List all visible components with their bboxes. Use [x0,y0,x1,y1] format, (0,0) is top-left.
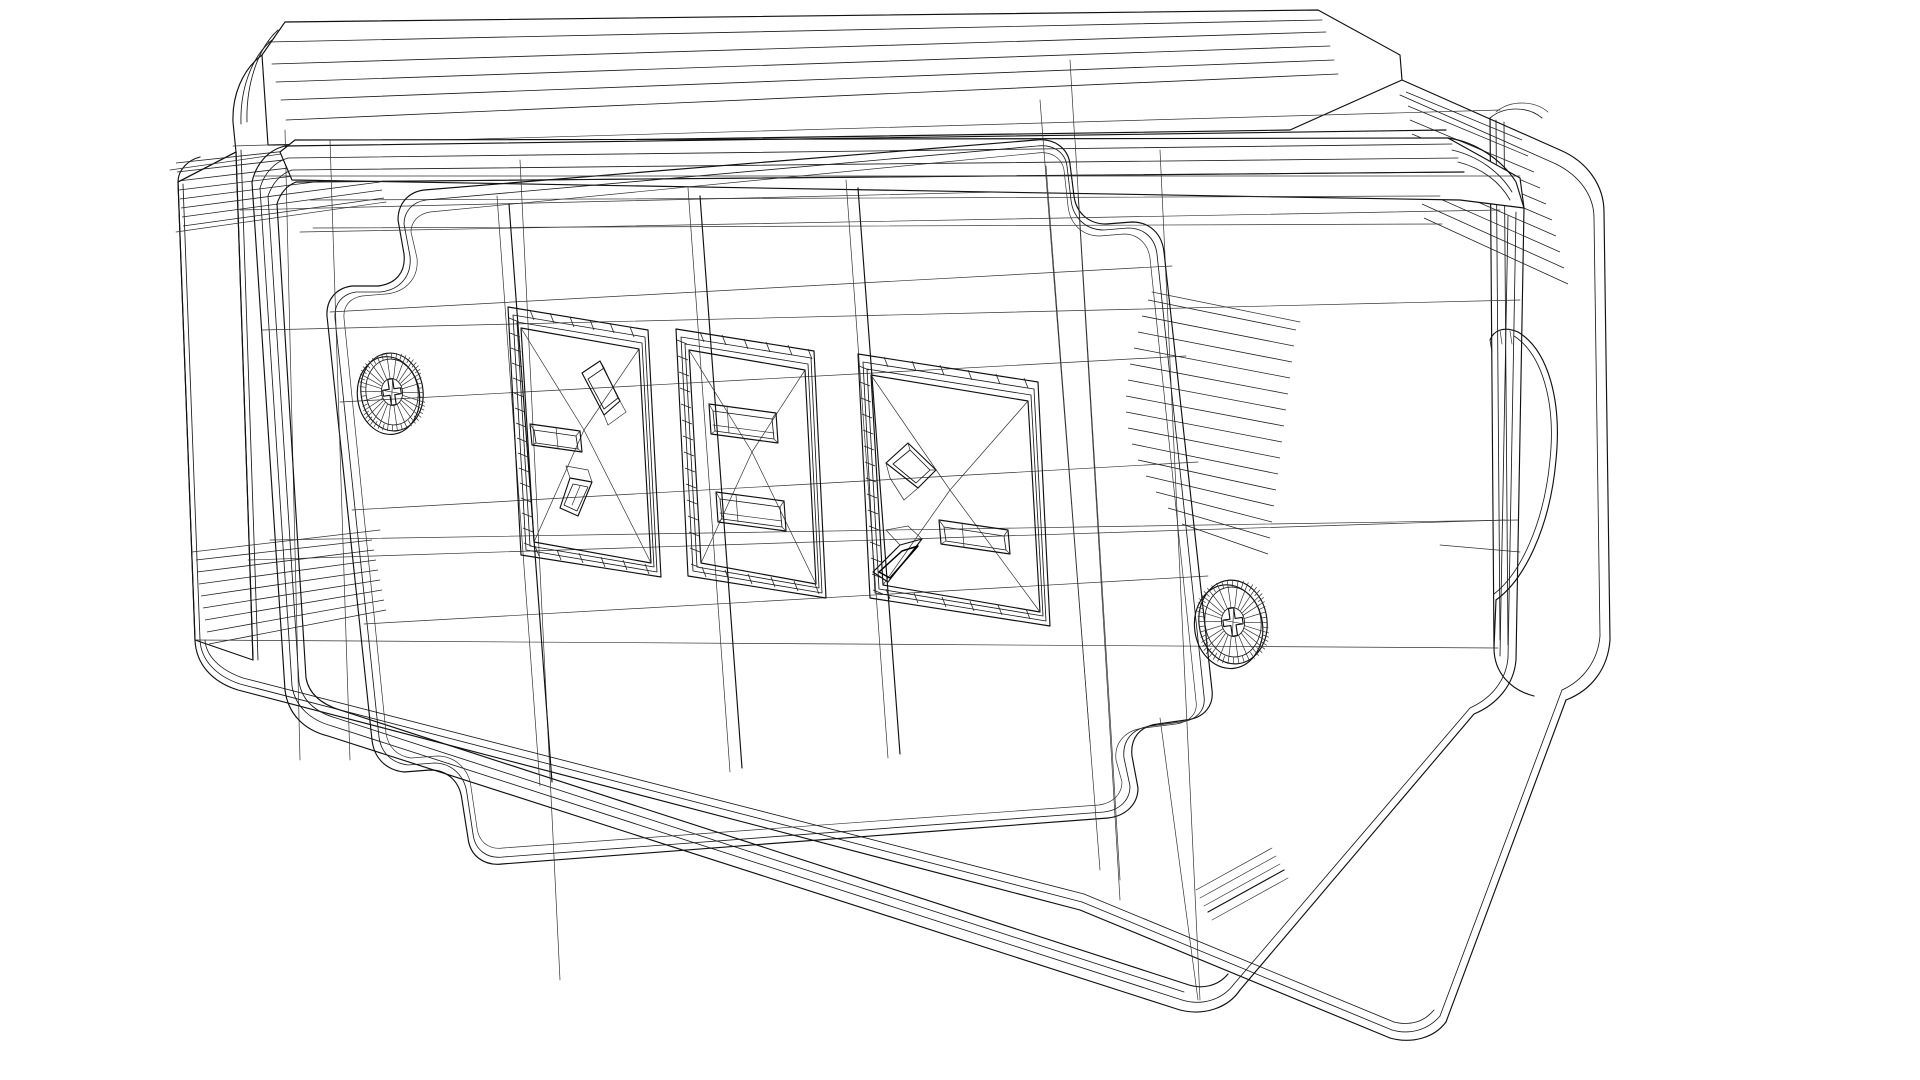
screw-knurl [359,352,425,432]
screw-knurl [1196,579,1270,665]
slot-ground-left [530,424,582,452]
screw-fan [1203,586,1263,658]
slot-rect-upper [709,404,778,443]
screw-fan [364,358,420,426]
slot-blade-upper [582,361,627,426]
wall-box-body [169,10,1610,1040]
phillips-cross-icon [381,378,403,406]
phillips-cross-icon [1221,607,1245,637]
mounting-screw-lower-right[interactable] [1189,576,1274,673]
slot-ground-center [939,520,1010,554]
mounting-screw-upper-left[interactable] [352,349,429,438]
construction-lines [254,99,1521,1001]
socket-middle-flat[interactable] [676,329,826,598]
device-bezel [327,140,1212,865]
cover-plate-top-bevel [280,138,1524,208]
socket-right-nema-outlet[interactable] [858,354,1050,626]
slot-blade-lower [873,525,922,582]
slot-blade-lower [560,465,592,516]
socket-left-nema-outlet[interactable] [508,307,661,577]
cover-plate [252,130,1524,1012]
slot-blade-upper [886,443,936,501]
hatch-lower-left [195,539,387,645]
right-side-relief-cutout [1439,329,1557,648]
hatch-cover-plate-right [1125,299,1297,555]
slot-rect-lower [716,492,786,531]
bezel-outline [327,140,1212,865]
